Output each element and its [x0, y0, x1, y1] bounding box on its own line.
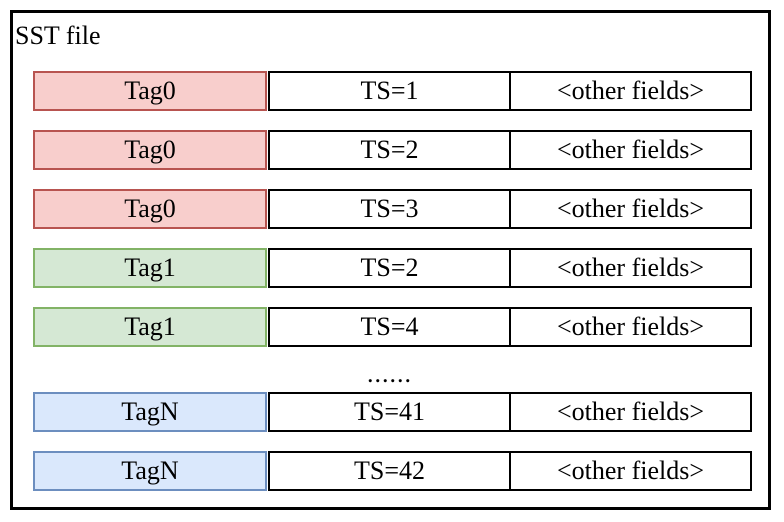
timestamp-cell: TS=4 [268, 307, 511, 347]
other-fields-cell: <other fields> [509, 392, 752, 432]
tag-cell: TagN [33, 392, 267, 432]
timestamp-cell: TS=1 [268, 71, 511, 111]
tag-cell: Tag1 [33, 307, 267, 347]
record-row: Tag1 TS=2 <other fields> [33, 248, 752, 288]
record-row: Tag1 TS=4 <other fields> [33, 307, 752, 347]
other-fields-cell: <other fields> [509, 189, 752, 229]
other-fields-cell: <other fields> [509, 130, 752, 170]
other-fields-cell: <other fields> [509, 307, 752, 347]
tag-cell: Tag1 [33, 248, 267, 288]
tag-cell: Tag0 [33, 71, 267, 111]
record-row: Tag0 TS=1 <other fields> [33, 71, 752, 111]
timestamp-cell: TS=2 [268, 130, 511, 170]
sst-file-frame: SST file Tag0 TS=1 <other fields> Tag0 T… [10, 10, 771, 510]
record-row: TagN TS=41 <other fields> [33, 392, 752, 432]
timestamp-cell: TS=2 [268, 248, 511, 288]
record-rows-container: Tag0 TS=1 <other fields> Tag0 TS=2 <othe… [33, 71, 752, 510]
sst-file-title: SST file [15, 21, 101, 50]
record-row: Tag0 TS=2 <other fields> [33, 130, 752, 170]
tag-cell: Tag0 [33, 189, 267, 229]
tag-cell: TagN [33, 451, 267, 491]
record-row: TagN TS=42 <other fields> [33, 451, 752, 491]
timestamp-cell: TS=41 [268, 392, 511, 432]
other-fields-cell: <other fields> [509, 451, 752, 491]
other-fields-cell: <other fields> [509, 71, 752, 111]
tag-cell: Tag0 [33, 130, 267, 170]
other-fields-cell: <other fields> [509, 248, 752, 288]
ellipsis-row: ...... [367, 359, 412, 388]
timestamp-cell: TS=42 [268, 451, 511, 491]
timestamp-cell: TS=3 [268, 189, 511, 229]
record-row: Tag0 TS=3 <other fields> [33, 189, 752, 229]
